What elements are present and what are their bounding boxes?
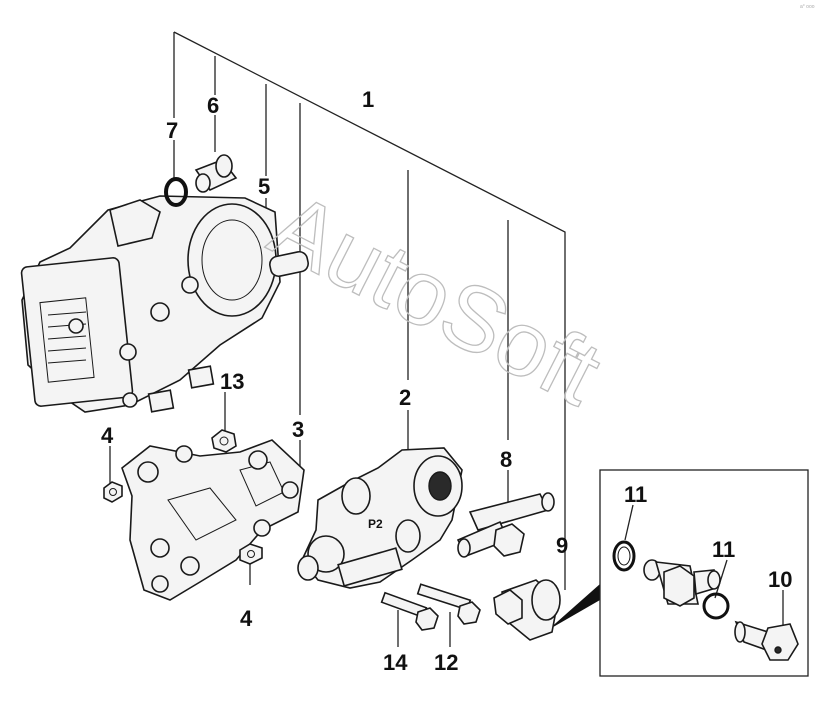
watermark: AutoSoft — [255, 174, 616, 425]
nut-13 — [211, 429, 237, 453]
callout-11-right: 11 — [712, 537, 735, 562]
callout-4-upper: 4 — [101, 423, 114, 448]
o-ring-7 — [164, 177, 188, 207]
callout-7: 7 — [166, 118, 178, 143]
bolt-14 — [380, 591, 439, 631]
callout-11-left: 11 — [624, 482, 647, 507]
bolt-12 — [416, 583, 481, 625]
callout-2: 2 — [399, 385, 411, 410]
callout-1: 1 — [362, 87, 374, 112]
valve-housing-2: P2 — [297, 447, 463, 589]
callout-labels: 1 2 3 4 4 5 6 7 8 9 10 11 11 12 13 14 — [101, 87, 792, 675]
callout-12: 12 — [434, 650, 458, 675]
detail-pointer — [548, 584, 600, 630]
fitting-6 — [194, 154, 238, 193]
callout-13: 13 — [220, 369, 244, 394]
detail-union-fitting — [643, 559, 721, 607]
leader-lines — [109, 115, 784, 647]
callout-6: 6 — [207, 93, 219, 118]
elbow-fitting-9 — [493, 579, 561, 641]
callout-10: 10 — [768, 567, 792, 592]
housing-marking: P2 — [368, 517, 383, 531]
callout-5: 5 — [258, 174, 270, 199]
callout-14: 14 — [383, 650, 408, 675]
mounting-bracket-3 — [121, 439, 305, 601]
electric-motor-assembly — [20, 195, 309, 413]
nut-4-upper — [103, 481, 123, 503]
callout-4-lower: 4 — [240, 606, 253, 631]
detail-seal-ring-11-right — [702, 592, 730, 620]
nut-4-lower — [239, 543, 263, 565]
detail-seal-ring-11-left — [612, 540, 636, 572]
detail-banjo-bolt-10 — [734, 620, 799, 661]
callout-3: 3 — [292, 417, 304, 442]
callout-8: 8 — [500, 447, 512, 472]
tee-fitting-8 — [456, 492, 555, 558]
callout-9: 9 — [556, 533, 568, 558]
corner-mark: a° ooo — [800, 4, 815, 10]
detail-inset-box — [599, 469, 809, 677]
